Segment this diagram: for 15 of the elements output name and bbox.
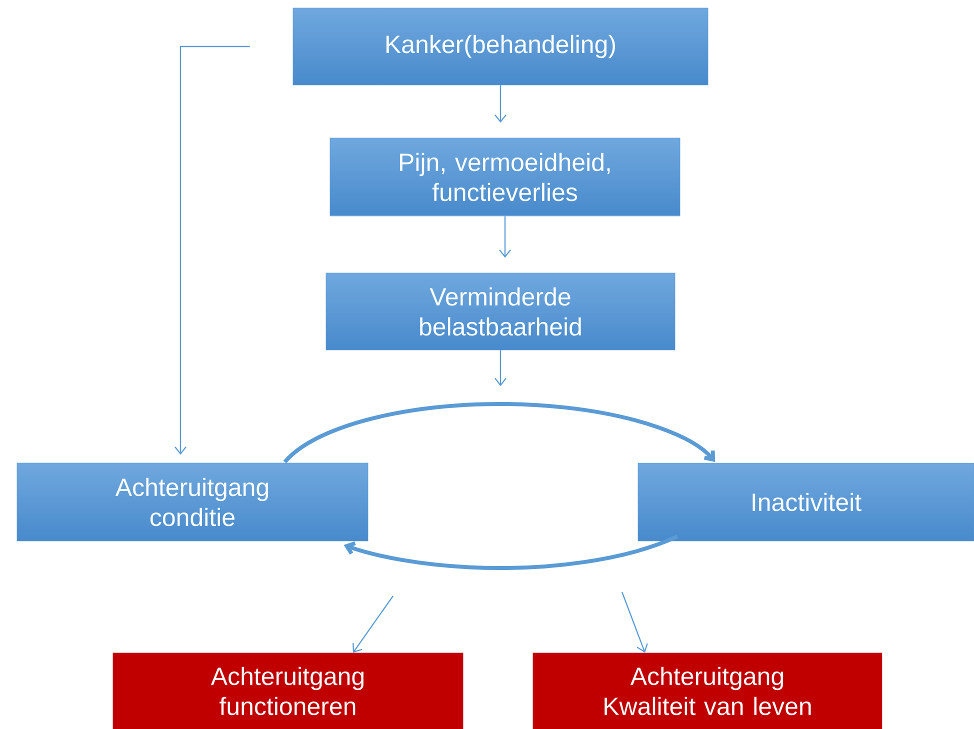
arrow [621,592,648,653]
arrow [494,350,506,386]
process-box: Pijn, vermoeidheid, functieverlies [330,138,680,216]
process-box: Kanker(behandeling) [292,8,708,86]
arrow [174,46,250,455]
arrow [499,216,511,258]
arrow [352,596,394,653]
process-box: Achteruitgang conditie [16,462,368,542]
arrow [494,85,506,123]
process-box: Inactiviteit [638,462,974,542]
outcome-box: Achteruitgang functioneren [112,652,464,729]
process-box: Verminderde belastbaarheid [326,272,676,350]
arrow [344,534,678,570]
outcome-box: Achteruitgang Kwaliteit van leven [532,652,882,729]
arrow [283,402,716,464]
